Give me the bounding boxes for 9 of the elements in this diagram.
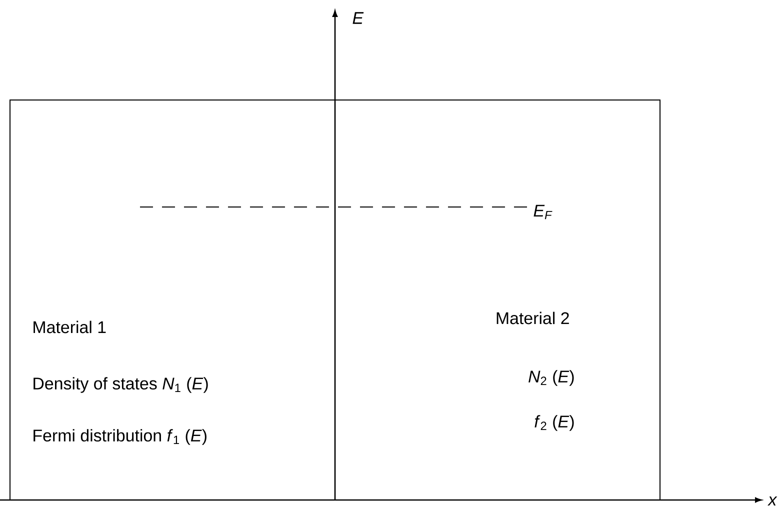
axis-label: x xyxy=(768,496,778,506)
region-text: Density of states N$_{1}$ (E) xyxy=(34,377,208,393)
region-text: Material 2 xyxy=(496,312,569,324)
region-text: f$_{2}$ (E) xyxy=(534,415,574,431)
region-text: Fermi distribution f$_{1}$ (E) xyxy=(34,429,206,445)
axis-label: E$_{F}$ xyxy=(534,204,552,220)
region-text: Material 1 xyxy=(34,320,106,334)
region-text: N$_{2}$ (E) xyxy=(528,370,574,386)
axis-label: E xyxy=(352,12,364,24)
